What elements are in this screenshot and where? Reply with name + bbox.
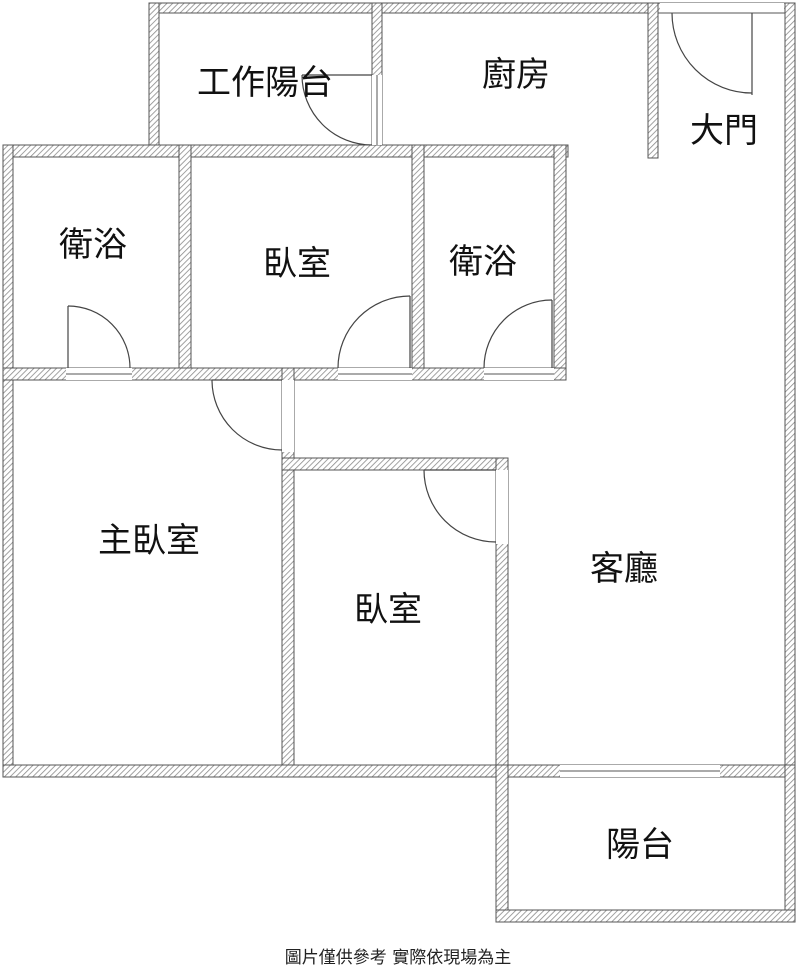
bedroom-top-door-swing [337, 295, 411, 369]
disclaimer-caption: 圖片僅供參考 實際依現場為主 [285, 948, 511, 968]
wall-bedroom-mid-top [281, 457, 509, 471]
wall-bedroom-bath [411, 144, 425, 379]
bath-right-door-swing [483, 299, 553, 369]
wall-utility-left [148, 2, 160, 156]
opening-frames [66, 12, 784, 772]
walls [2, 2, 796, 923]
main-door-swing [671, 12, 753, 94]
wall-entry-stub [647, 2, 659, 159]
label-bathroom-right: 衛浴 [449, 242, 517, 282]
master-door-swing [211, 379, 283, 451]
main-door-opening [660, 3, 784, 13]
master-door-opening [282, 380, 294, 452]
label-bedroom-top: 臥室 [263, 244, 331, 284]
label-utility-balcony: 工作陽台 [197, 63, 333, 103]
wall-right [784, 2, 796, 779]
wall-balcony-left [495, 764, 509, 921]
openings [66, 3, 784, 777]
label-bedroom-middle: 臥室 [354, 590, 422, 630]
bedroom-mid-door-swing [423, 469, 497, 543]
label-balcony: 陽台 [606, 825, 674, 865]
bedroom-mid-door-opening [496, 470, 508, 544]
wall-bath-right [553, 144, 567, 379]
wall-balcony-right [784, 764, 796, 921]
doors [67, 12, 753, 543]
label-main-door: 大門 [690, 111, 758, 151]
label-living-room: 客廳 [590, 549, 658, 589]
wall-balcony-bottom [495, 909, 796, 923]
room-labels: 工作陽台 廚房 大門 衛浴 臥室 衛浴 主臥室 臥室 客廳 陽台 [59, 55, 758, 865]
label-kitchen: 廚房 [482, 55, 550, 95]
bath-left-door-swing [67, 305, 131, 369]
wall-row1-top [2, 144, 569, 158]
label-master-bedroom: 主臥室 [98, 521, 200, 561]
label-bathroom-left: 衛浴 [59, 225, 127, 265]
utility-door-swing [301, 74, 373, 146]
wall-bath-bedroom [178, 144, 192, 379]
wall-left [2, 144, 14, 778]
